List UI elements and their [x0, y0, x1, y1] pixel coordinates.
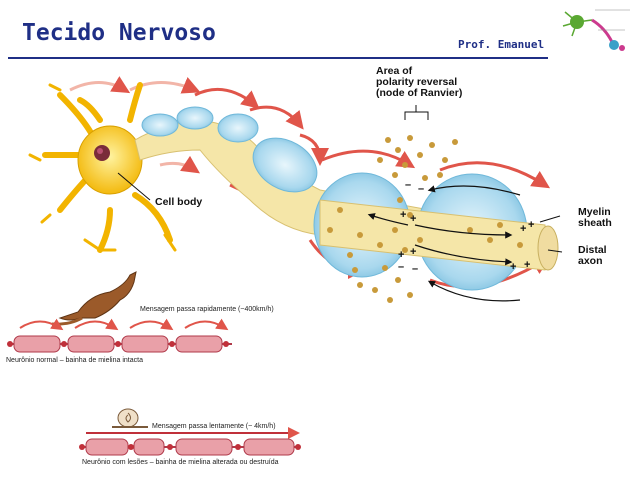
svg-text:+: + — [510, 261, 516, 273]
myelin-label-line1: Myelin — [578, 206, 611, 218]
svg-text:+: + — [410, 213, 416, 225]
svg-text:–: – — [398, 261, 404, 273]
logo-neuron-image — [556, 8, 634, 63]
svg-text:+: + — [400, 209, 406, 221]
myelin-label-line2: sheath — [578, 217, 612, 229]
svg-text:+: + — [524, 259, 530, 271]
node-label-line3: (node of Ranvier) — [376, 87, 463, 99]
svg-text:+: + — [410, 246, 416, 258]
label-leader-lines — [117, 105, 563, 253]
svg-text:–: – — [412, 263, 418, 275]
slow-caption: Neurônio com lesões – bainha de mielina … — [82, 459, 279, 466]
myelin-label: Myelin sheath — [578, 207, 612, 229]
distal-axon-label: Distal axon — [578, 245, 607, 267]
author-label: Prof. Emanuel — [458, 38, 545, 51]
fast-panel-drawing — [7, 271, 232, 353]
header-divider — [8, 57, 548, 59]
svg-text:–: – — [405, 179, 411, 191]
slow-panel-drawing — [79, 408, 301, 456]
cell-body-shape — [28, 82, 193, 253]
cell-body-label: Cell body — [155, 196, 203, 208]
ion-dots — [327, 135, 523, 303]
fast-message: Mensagem passa rapidamente (~400km/h) — [140, 306, 274, 313]
charge-signs: –– ++ ++ –– ++ ++ — [398, 179, 534, 275]
slow-message: Mensagem passa lentamente (~ 4km/h) — [152, 423, 276, 430]
svg-text:+: + — [528, 219, 534, 231]
current-arrows — [367, 185, 521, 302]
fast-caption: Neurônio normal – bainha de mielina inta… — [6, 357, 143, 364]
page-title: Tecido Nervoso — [22, 20, 216, 46]
node-label-line2: polarity reversal — [376, 76, 458, 88]
svg-text:+: + — [520, 223, 526, 235]
node-label-line1: Area of — [376, 65, 413, 77]
svg-text:+: + — [398, 249, 404, 261]
node-label: Area of polarity reversal (node of Ranvi… — [376, 66, 462, 99]
svg-text:–: – — [418, 183, 424, 195]
distal-label-line2: axon — [578, 255, 603, 267]
distal-label-line1: Distal — [578, 244, 607, 256]
